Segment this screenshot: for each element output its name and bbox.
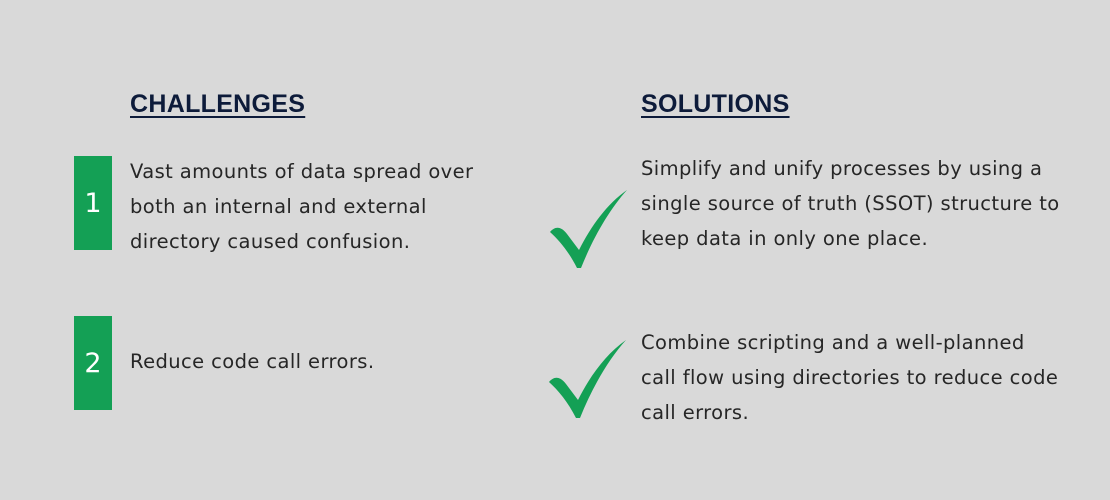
challenge-text: Reduce code call errors. [130,350,375,373]
solutions-heading: SOLUTIONS [641,90,790,118]
checkmark-icon [549,340,626,418]
solution-text: Simplify and unify processes by using a … [641,157,1060,250]
solution-text: Combine scripting and a well-planned cal… [641,331,1059,424]
challenge-number-badge: 1 [74,156,112,250]
checkmark-icon [550,190,627,268]
challenge-text: Vast amounts of data spread over both an… [130,160,474,253]
challenges-heading: CHALLENGES [130,90,306,118]
challenge-number-badge: 2 [74,316,112,410]
